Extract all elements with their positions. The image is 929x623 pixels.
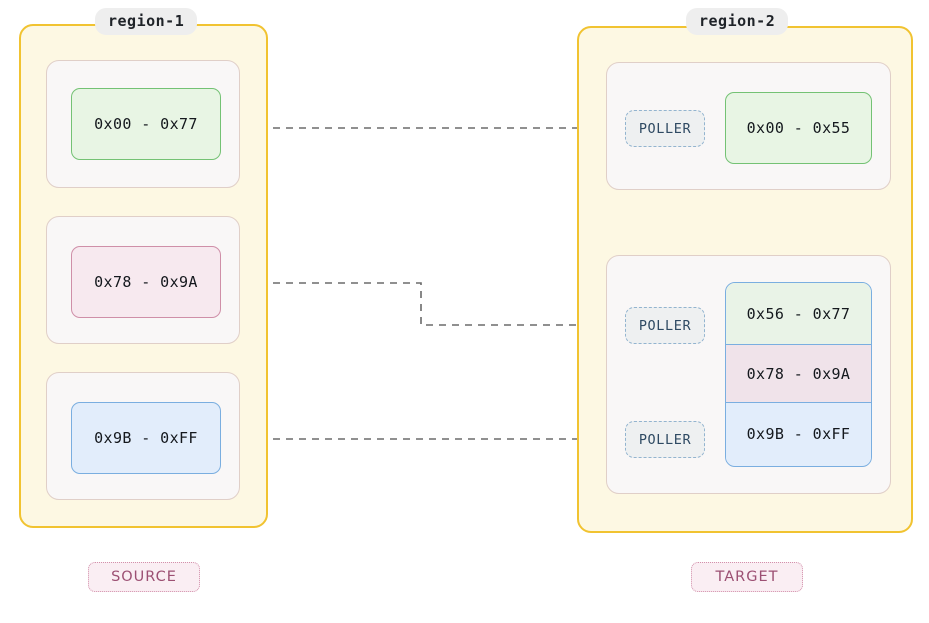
target-stack-seg-1[interactable]: 0x78 - 0x9A <box>726 345 871 403</box>
region-2-label: region-2 <box>686 8 789 35</box>
target-caption: TARGET <box>691 562 803 592</box>
source-range-0[interactable]: 0x00 - 0x77 <box>71 88 221 160</box>
target-stack-seg-2[interactable]: 0x9B - 0xFF <box>726 403 871 465</box>
target-stack-seg-0[interactable]: 0x56 - 0x77 <box>726 283 871 345</box>
poller-0[interactable]: POLLER <box>625 110 705 147</box>
poller-2[interactable]: POLLER <box>625 421 705 458</box>
target-range-top[interactable]: 0x00 - 0x55 <box>725 92 872 164</box>
region-1-label: region-1 <box>95 8 198 35</box>
source-caption: SOURCE <box>88 562 200 592</box>
edge-source-1-to-poller-1 <box>221 282 618 329</box>
poller-1[interactable]: POLLER <box>625 307 705 344</box>
source-range-1[interactable]: 0x78 - 0x9A <box>71 246 221 318</box>
target-stack[interactable]: 0x56 - 0x77 0x78 - 0x9A 0x9B - 0xFF <box>725 282 872 467</box>
source-range-2[interactable]: 0x9B - 0xFF <box>71 402 221 474</box>
